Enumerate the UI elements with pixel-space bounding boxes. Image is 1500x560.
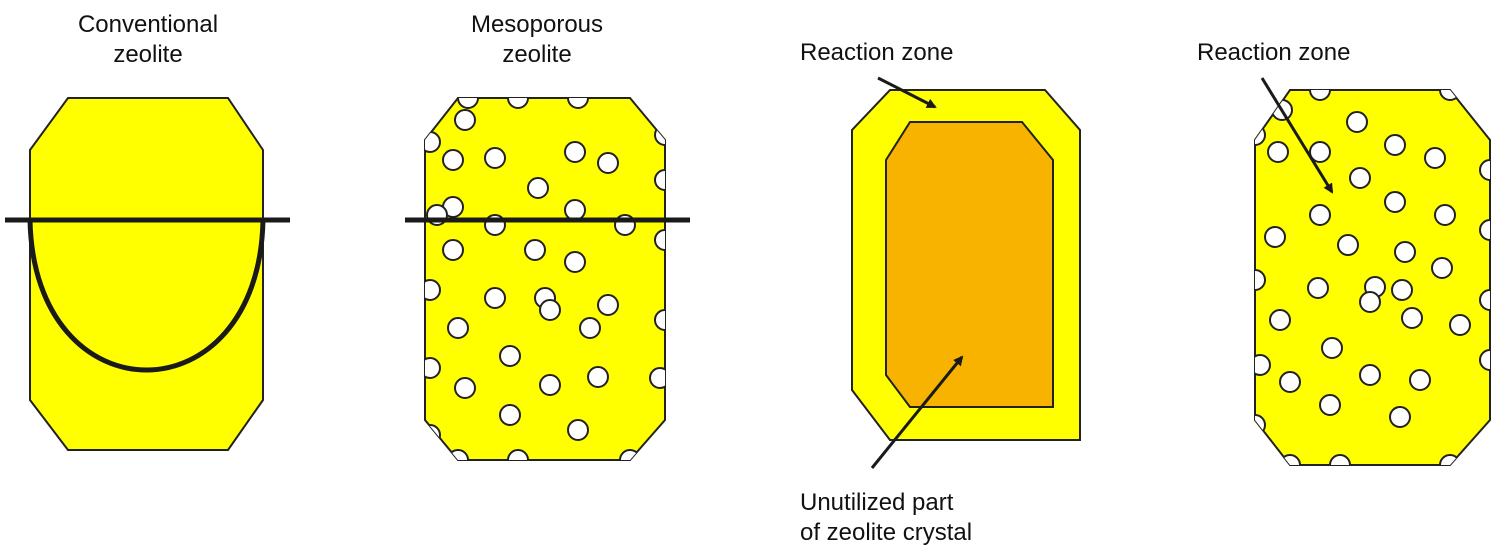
- mesopore: [1479, 90, 1490, 111]
- mesopore: [425, 279, 441, 301]
- mesopore: [654, 309, 665, 331]
- mesopore: [1424, 147, 1446, 169]
- mesopore: [1479, 289, 1490, 311]
- mesopore: [1479, 349, 1490, 371]
- mesopore: [654, 169, 665, 191]
- mesopore: [499, 345, 521, 367]
- mesopore: [587, 366, 609, 388]
- reaction-zone-label: Reaction zone: [800, 39, 954, 66]
- mesopore: [1401, 307, 1423, 329]
- mesopore: [564, 199, 586, 221]
- mesopore: [654, 229, 665, 251]
- mesopore: [1349, 167, 1371, 189]
- mesopore: [1309, 141, 1331, 163]
- conventional-zeolite-title: Conventional zeolite: [48, 10, 248, 70]
- mesoporous-title-line2: zeolite: [502, 41, 572, 68]
- unutilized-part-label: Unutilized part of zeolite crystal: [800, 488, 972, 548]
- reaction-zone-label-mesoporous: Reaction zone: [1197, 39, 1351, 66]
- mesopore: [564, 141, 586, 163]
- reaction-zone-arrow: [877, 76, 937, 109]
- unutilized-arrow: [870, 355, 964, 469]
- mesopore: [1431, 257, 1453, 279]
- mesopore: [454, 109, 476, 131]
- mesopore: [1409, 369, 1431, 391]
- mesopore: [524, 239, 546, 261]
- mesopore: [425, 131, 441, 153]
- mesopore: [1359, 364, 1381, 386]
- mesopore: [1337, 234, 1359, 256]
- mesopore: [1309, 90, 1331, 101]
- mesopore: [1255, 414, 1266, 436]
- unutilized-line1: Unutilized part: [800, 489, 954, 516]
- mesopore: [567, 419, 589, 441]
- mesopore: [442, 239, 464, 261]
- mesopore: [1346, 111, 1368, 133]
- mesopore: [1307, 277, 1329, 299]
- mesoporous-crystal: [405, 97, 690, 461]
- mesopore: [1255, 124, 1266, 146]
- mesoporous-zeolite-title: Mesoporous zeolite: [437, 10, 637, 70]
- mesopore: [567, 98, 589, 109]
- conventional-curved-path: [27, 219, 266, 373]
- mesopore: [457, 98, 479, 109]
- mesopore: [539, 374, 561, 396]
- mesopore: [1255, 354, 1271, 376]
- mesoporous-zone-crystal: [1254, 77, 1491, 466]
- unutilized-core: [885, 121, 1054, 408]
- mesopore: [654, 124, 665, 146]
- conventional-title-line1: Conventional: [77, 11, 219, 38]
- mesopore: [454, 377, 476, 399]
- mesopore: [1439, 90, 1461, 101]
- conventional-zone-crystal: [851, 76, 1081, 469]
- mesopore: [1269, 309, 1291, 331]
- mesoporous-title-line1: Mesoporous: [470, 11, 604, 38]
- mesopore: [539, 299, 561, 321]
- mesopore: [1255, 269, 1266, 291]
- mesoporous-zone-pores: [1255, 90, 1490, 465]
- mesopore: [425, 357, 441, 379]
- mesoporous-crystal-body: [424, 97, 666, 461]
- mesopore: [507, 98, 529, 109]
- mesopore: [442, 149, 464, 171]
- mesopore: [1319, 394, 1341, 416]
- mesopore: [579, 317, 601, 339]
- mesopore: [1391, 279, 1413, 301]
- mesoporous-pores: [425, 98, 665, 460]
- mesopore: [1479, 159, 1490, 181]
- mesopore: [1329, 454, 1351, 465]
- mesopore: [1384, 191, 1406, 213]
- mesopore: [1384, 134, 1406, 156]
- mesopore: [597, 152, 619, 174]
- mesopore: [1279, 454, 1301, 465]
- mesopore: [499, 404, 521, 426]
- conventional-crystal: [5, 97, 290, 451]
- mesopore: [484, 147, 506, 169]
- mesopore: [597, 294, 619, 316]
- mesopore: [649, 367, 665, 389]
- unutilized-line2: of zeolite crystal: [800, 519, 973, 546]
- conventional-crystal-body: [29, 97, 264, 451]
- mesopore: [1309, 204, 1331, 226]
- mesopore: [484, 287, 506, 309]
- mesopore: [1389, 406, 1411, 428]
- mesopore: [1359, 291, 1381, 313]
- mesopore: [564, 251, 586, 273]
- mesopore: [507, 449, 529, 460]
- mesopore: [1264, 226, 1286, 248]
- mesopore: [1434, 204, 1456, 226]
- mesopore: [1479, 219, 1490, 241]
- reaction-zone-arrow-mesoporous: [1260, 77, 1334, 194]
- mesopore: [1449, 314, 1471, 336]
- mesopore: [1267, 141, 1289, 163]
- mesopore: [1279, 371, 1301, 393]
- mesopore: [447, 317, 469, 339]
- mesopore: [527, 177, 549, 199]
- mesopore: [1321, 337, 1343, 359]
- mesopore: [1394, 241, 1416, 263]
- conventional-title-line2: zeolite: [113, 41, 183, 68]
